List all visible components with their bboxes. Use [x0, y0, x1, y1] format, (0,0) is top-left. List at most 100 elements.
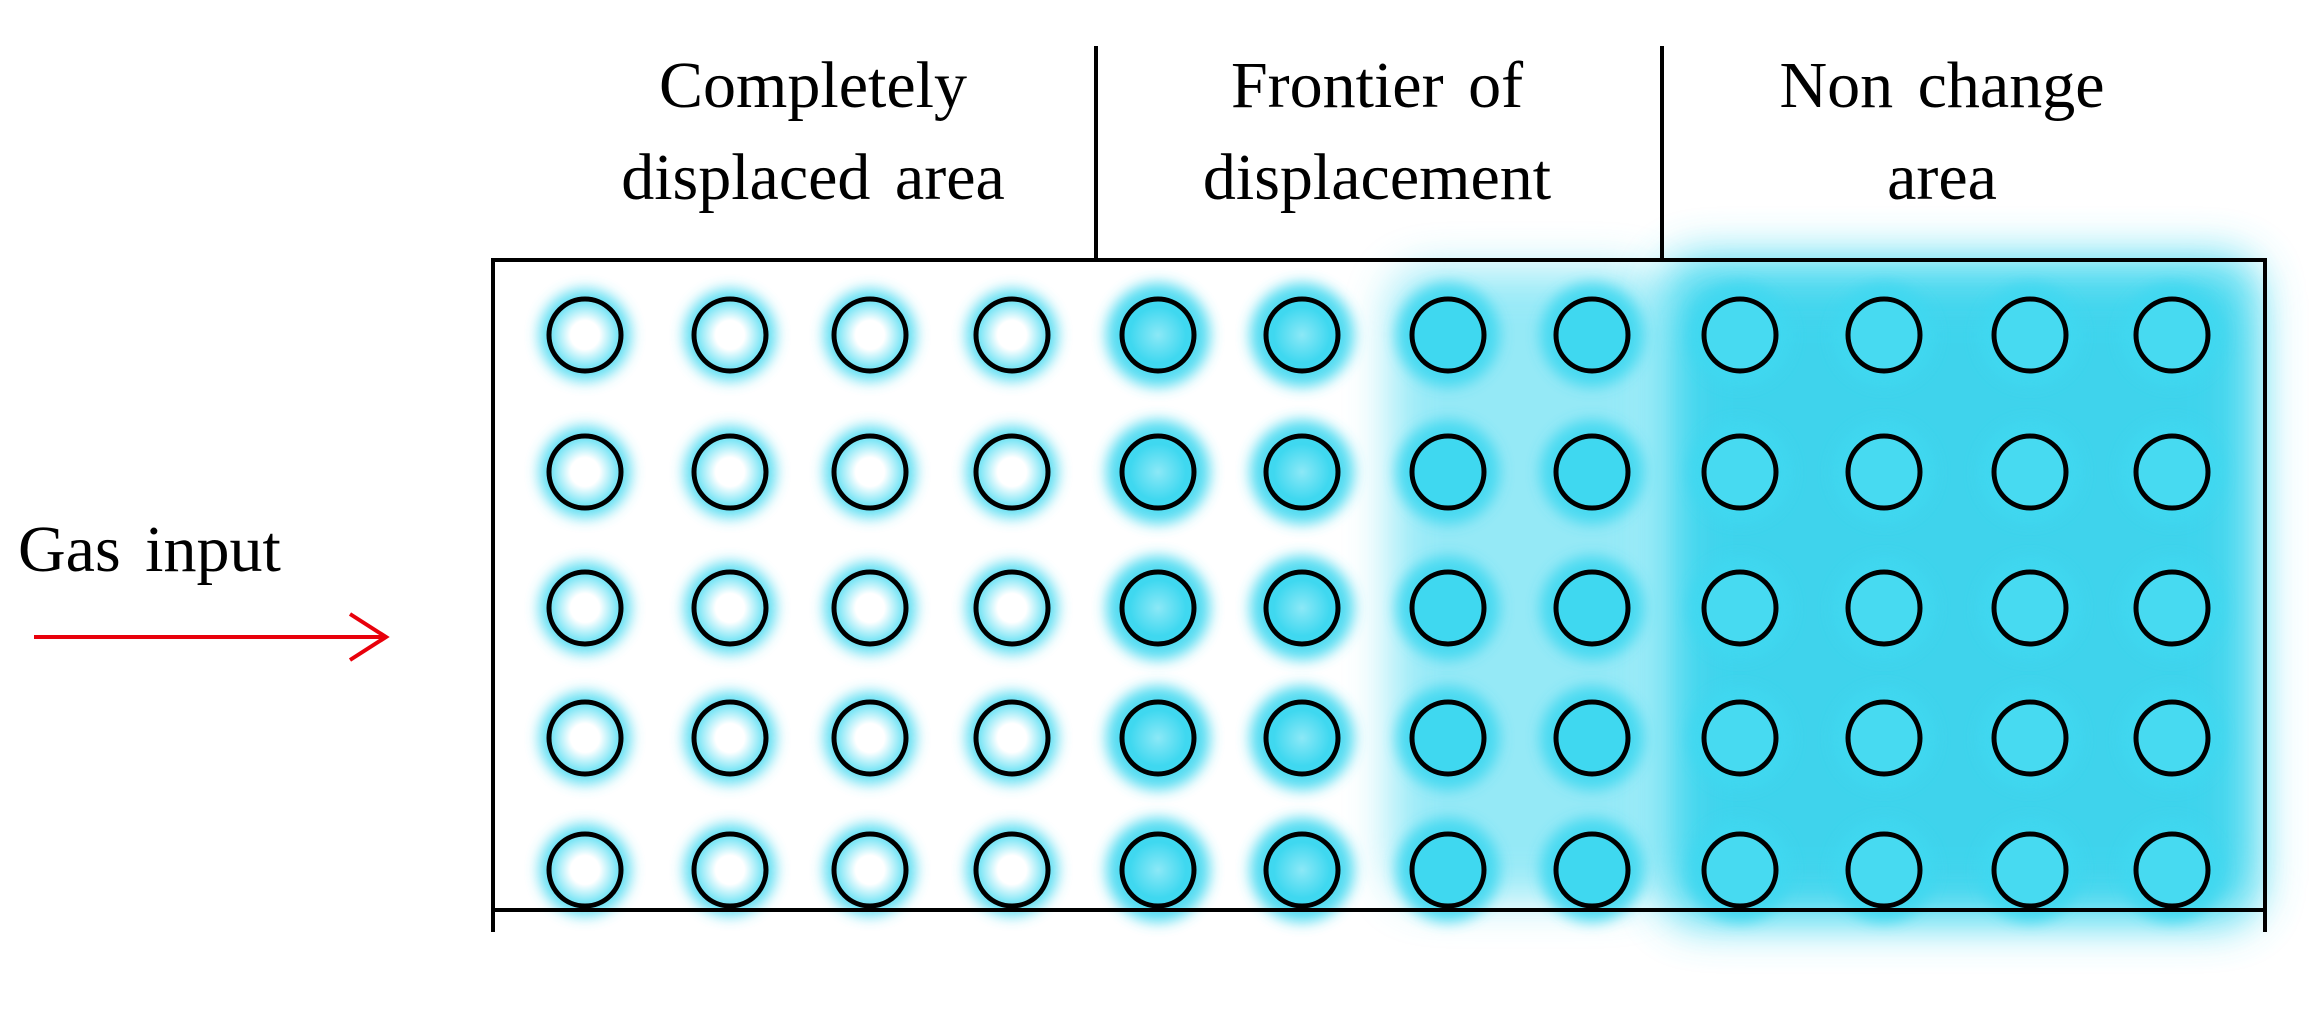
- particle-fill: [2138, 704, 2206, 772]
- particle: [1263, 296, 1341, 374]
- gas-input-arrow: [34, 612, 390, 662]
- particle: [1553, 296, 1631, 374]
- particle: [1119, 433, 1197, 511]
- particle-partial-core: [1130, 710, 1186, 766]
- particle-partial-core: [1274, 444, 1330, 500]
- particle: [1263, 569, 1341, 647]
- particle: [691, 831, 769, 909]
- particle-fill: [1558, 836, 1626, 904]
- particle-fill: [1558, 301, 1626, 369]
- frontier-label-line1: Frontier of: [1230, 49, 1524, 122]
- particle-fill: [1414, 574, 1482, 642]
- particle: [546, 831, 624, 909]
- particle-fill: [1850, 836, 1918, 904]
- particle: [1991, 569, 2069, 647]
- particle-empty-core: [980, 706, 1044, 770]
- particle: [1845, 699, 1923, 777]
- particle-fill: [1414, 704, 1482, 772]
- particle: [1701, 699, 1779, 777]
- particle-fill: [1558, 704, 1626, 772]
- particle-fill: [1850, 301, 1918, 369]
- particle-fill: [1850, 704, 1918, 772]
- particle: [973, 699, 1051, 777]
- completely-displaced-label-line1: Completely: [659, 49, 967, 122]
- particle: [2133, 296, 2211, 374]
- particle-fill: [2138, 301, 2206, 369]
- particle: [1409, 831, 1487, 909]
- particle-partial-core: [1274, 842, 1330, 898]
- particle: [973, 433, 1051, 511]
- particle-empty-core: [553, 706, 617, 770]
- particle: [973, 831, 1051, 909]
- particle-fill: [1996, 301, 2064, 369]
- non-change-label-line2: area: [1887, 141, 1997, 214]
- particle-grid: [546, 296, 2211, 909]
- particle-fill: [1414, 438, 1482, 506]
- particle: [1119, 831, 1197, 909]
- frontier-label-line2: displacement: [1202, 141, 1552, 214]
- particle: [831, 296, 909, 374]
- particle: [546, 296, 624, 374]
- particle: [546, 569, 624, 647]
- particle: [1845, 433, 1923, 511]
- particle: [691, 699, 769, 777]
- particle: [1409, 569, 1487, 647]
- particle-empty-core: [838, 838, 902, 902]
- particle-empty-core: [553, 576, 617, 640]
- particle: [1991, 433, 2069, 511]
- particle: [1409, 296, 1487, 374]
- particle-partial-core: [1130, 842, 1186, 898]
- particle-fill: [1996, 438, 2064, 506]
- frontier-of-displacement-label: Frontier of displacement: [1092, 40, 1662, 224]
- particle: [1553, 699, 1631, 777]
- particle: [973, 296, 1051, 374]
- particle-empty-core: [838, 303, 902, 367]
- particle: [831, 433, 909, 511]
- particle-empty-core: [980, 576, 1044, 640]
- particle-fill: [1558, 438, 1626, 506]
- particle-partial-core: [1274, 307, 1330, 363]
- particle-fill: [1996, 836, 2064, 904]
- particle-empty-core: [553, 303, 617, 367]
- particle: [1701, 569, 1779, 647]
- particle-partial-core: [1130, 580, 1186, 636]
- particle-empty-core: [838, 576, 902, 640]
- particle: [1409, 699, 1487, 777]
- particle: [1119, 569, 1197, 647]
- porous-medium-box: [491, 258, 2267, 912]
- non-change-label-line1: Non change: [1779, 49, 2105, 122]
- particle: [691, 569, 769, 647]
- fluid-wash: [1680, 290, 2240, 900]
- particle: [2133, 433, 2211, 511]
- particle-empty-core: [698, 576, 762, 640]
- particle: [1553, 569, 1631, 647]
- particle-fill: [2138, 574, 2206, 642]
- particle: [1845, 296, 1923, 374]
- particle: [1991, 699, 2069, 777]
- particle: [1701, 433, 1779, 511]
- particle-fill: [2138, 836, 2206, 904]
- particle: [1701, 296, 1779, 374]
- particle-empty-core: [553, 440, 617, 504]
- particle: [1553, 433, 1631, 511]
- particle-fill: [1996, 704, 2064, 772]
- particle: [1553, 831, 1631, 909]
- particle-fill: [1996, 574, 2064, 642]
- particle-partial-core: [1274, 710, 1330, 766]
- particle: [1991, 831, 2069, 909]
- particle: [831, 569, 909, 647]
- particle-empty-core: [553, 838, 617, 902]
- particle-empty-core: [698, 838, 762, 902]
- particle: [2133, 699, 2211, 777]
- particle: [831, 699, 909, 777]
- particle-fill: [1706, 574, 1774, 642]
- particle-empty-core: [980, 440, 1044, 504]
- particle: [1263, 831, 1341, 909]
- particle: [1991, 296, 2069, 374]
- particle-empty-core: [838, 440, 902, 504]
- completely-displaced-area-label: Completely displaced area: [548, 40, 1078, 224]
- particle-partial-core: [1130, 307, 1186, 363]
- particle: [973, 569, 1051, 647]
- particle-partial-core: [1130, 444, 1186, 500]
- particle-fill: [1414, 301, 1482, 369]
